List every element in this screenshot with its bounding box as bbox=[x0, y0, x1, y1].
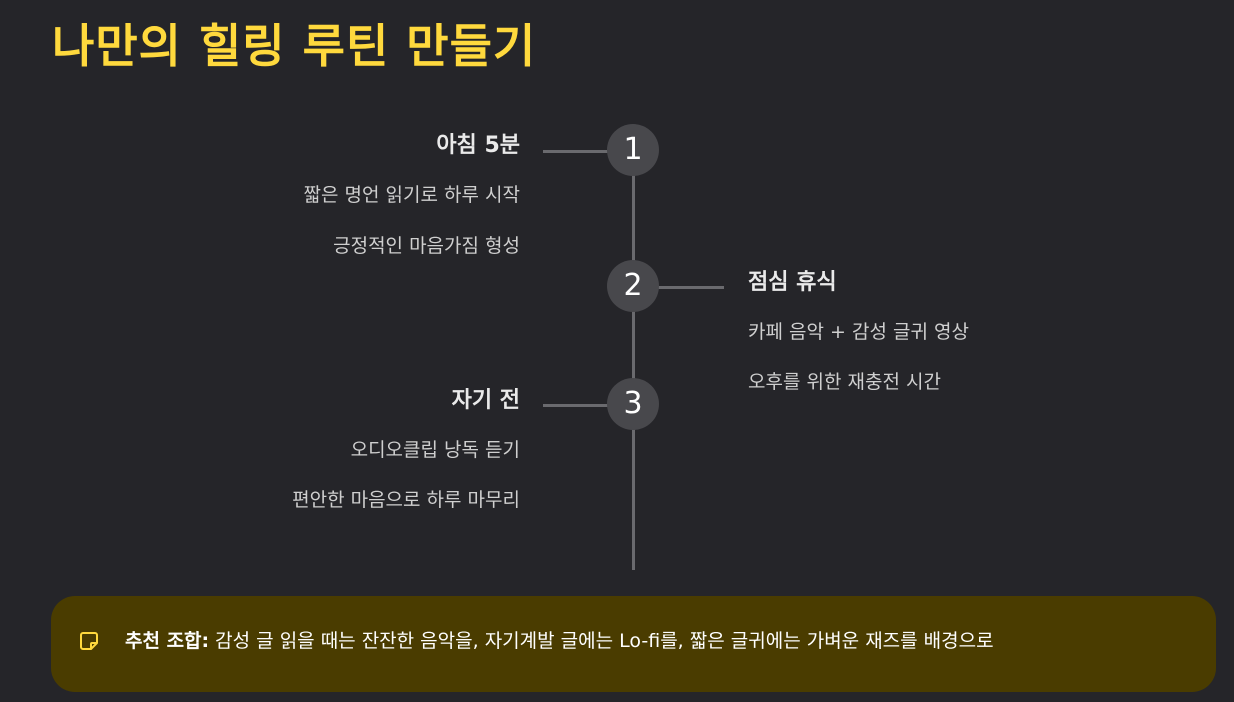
recommendation-note: 추천 조합: 감성 글 읽을 때는 잔잔한 음악을, 자기계발 글에는 Lo-f… bbox=[51, 596, 1216, 692]
step-3-connector bbox=[543, 404, 613, 407]
note-text: 추천 조합: 감성 글 읽을 때는 잔잔한 음악을, 자기계발 글에는 Lo-f… bbox=[125, 626, 994, 656]
step-3-title: 자기 전 bbox=[451, 388, 520, 413]
page-title: 나만의 힐링 루틴 만들기 bbox=[52, 19, 537, 73]
step-1-line-2: 긍정적인 마음가짐 형성 bbox=[333, 235, 520, 257]
step-3-line-1: 오디오클립 낭독 듣기 bbox=[350, 439, 520, 461]
step-1-connector bbox=[543, 150, 613, 153]
step-2-line-2: 오후를 위한 재충전 시간 bbox=[748, 371, 941, 393]
step-3-number: 3 bbox=[607, 378, 659, 430]
note-body: 감성 글 읽을 때는 잔잔한 음악을, 자기계발 글에는 Lo-fi를, 짧은 … bbox=[209, 630, 994, 652]
timeline-line bbox=[632, 150, 635, 570]
step-1-line-1: 짧은 명언 읽기로 하루 시작 bbox=[303, 184, 520, 206]
step-1-number: 1 bbox=[607, 124, 659, 176]
step-3-line-2: 편안한 마음으로 하루 마무리 bbox=[292, 489, 520, 511]
step-2-line-1: 카페 음악 + 감성 글귀 영상 bbox=[748, 321, 969, 343]
step-2-connector bbox=[654, 286, 724, 289]
step-2-title: 점심 휴식 bbox=[748, 270, 837, 295]
note-label: 추천 조합: bbox=[125, 630, 210, 652]
step-1-title: 아침 5분 bbox=[436, 133, 520, 158]
step-2-number: 2 bbox=[607, 260, 659, 312]
sticky-note-icon bbox=[80, 632, 98, 650]
